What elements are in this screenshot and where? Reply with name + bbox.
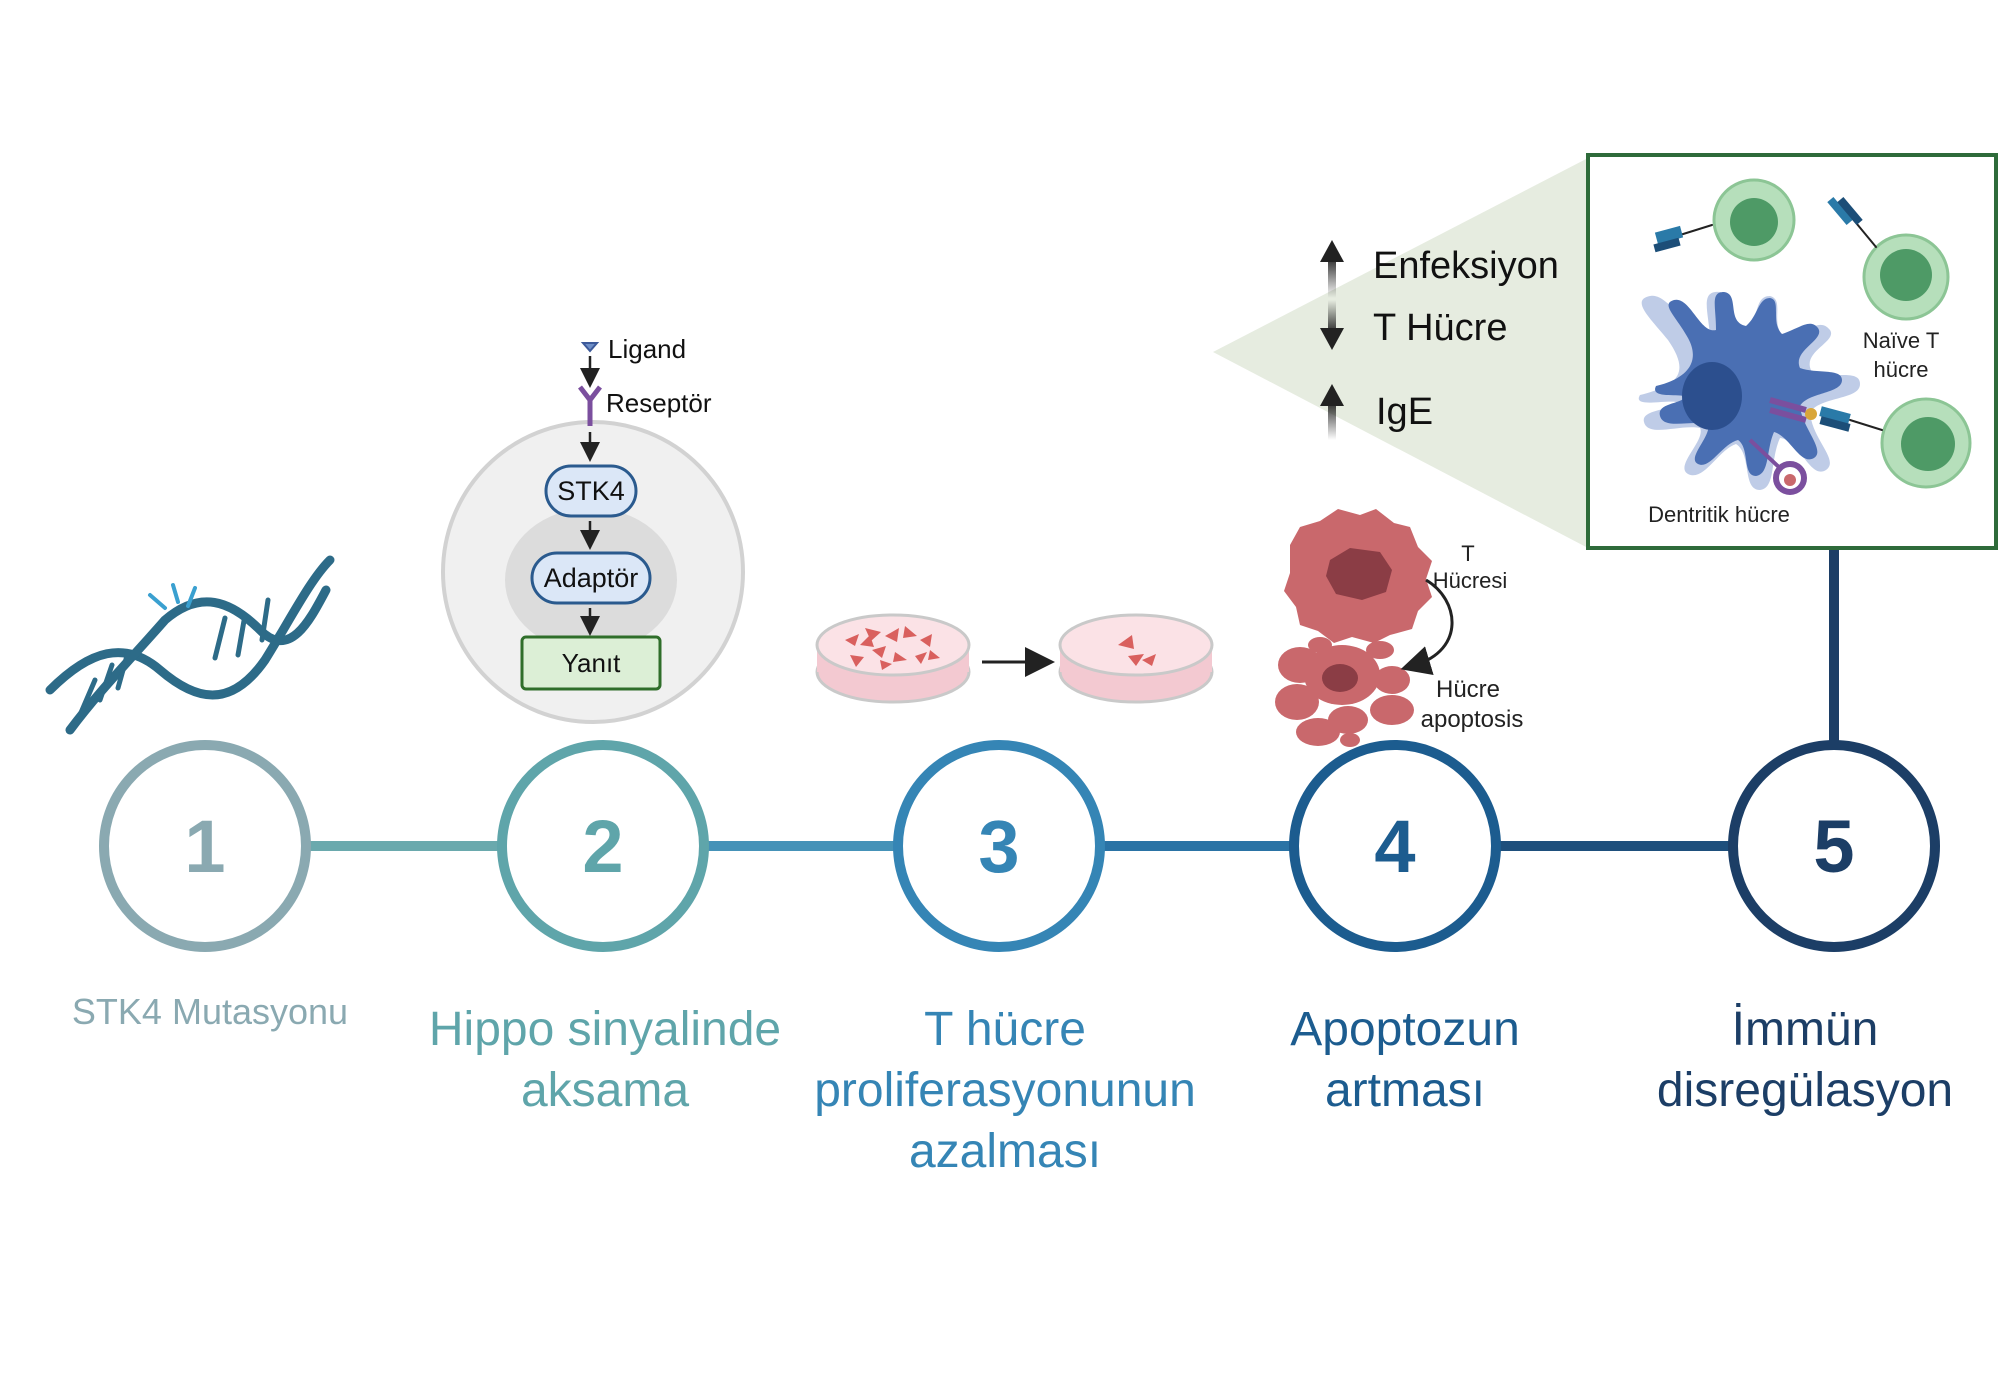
dendritic-cell-label: Dentritik hücre <box>1648 502 1790 527</box>
petri-dish-sparse <box>1058 613 1214 704</box>
step-1-label: STK4 Mutasyonu <box>71 991 349 1032</box>
inset-zoom-cone <box>1213 158 1588 548</box>
step-4-label: Apoptozun artması <box>1290 1003 1520 1117</box>
step-5-number: 5 <box>1813 805 1854 888</box>
petri-dish-dense <box>815 613 971 704</box>
response-label: Yanıt <box>562 648 622 678</box>
t-cell-down-arrow-icon <box>1320 300 1344 350</box>
effect-ige-label: IgE <box>1376 391 1433 433</box>
step-1-number: 1 <box>184 805 225 888</box>
dna-helix-icon <box>45 555 335 735</box>
tcr-receptor-icons <box>1653 196 1883 432</box>
adaptor-node <box>530 551 652 605</box>
step-3-number: 3 <box>978 805 1019 888</box>
effect-arrows: Enfeksiyon T Hücre IgE <box>1320 240 1559 440</box>
apoptosis-label-bottom: apoptosis <box>1421 706 1524 733</box>
ligand-label: Ligand <box>608 334 686 364</box>
step-5-circle <box>1728 740 1940 952</box>
step-2-number: 2 <box>582 805 623 888</box>
receptor-label: Reseptör <box>606 388 712 418</box>
stk4-node <box>544 464 638 518</box>
adaptor-label: Adaptör <box>544 563 639 593</box>
apoptotic-fragments-icon <box>1275 637 1414 747</box>
step-2-label: Hippo sinyalinde aksama <box>428 1003 782 1117</box>
apoptosis-arrow <box>1400 578 1454 676</box>
naive-t-cell-label-top: Naïve T <box>1863 328 1940 353</box>
immune-inset-panel: Naïve T hücre Dentritik hücre <box>1586 153 1998 550</box>
t-cell-label-bottom: Hücresi <box>1433 568 1508 593</box>
ligand-icon <box>580 342 600 353</box>
hippo-pathway-illustration: Ligand Reseptör STK4 Adaptör Yanıt <box>441 334 745 724</box>
receptor-icon <box>578 385 602 426</box>
naive-t-cell-label-bottom: hücre <box>1873 357 1928 382</box>
dendritic-cell-icon <box>1638 291 1860 495</box>
apoptosis-illustration: T Hücresi Hücre apoptosis <box>1275 509 1523 747</box>
step-2-circle <box>497 740 709 952</box>
timeline-connectors <box>306 546 1839 851</box>
enfeksiyon-up-arrow-icon <box>1320 240 1344 298</box>
stk4-label: STK4 <box>557 476 625 506</box>
t-cell-top-icon <box>1712 178 1796 262</box>
step-4-number: 4 <box>1374 805 1415 888</box>
naive-t-cell-icon <box>1862 233 1950 321</box>
t-cell-label-top: T <box>1461 541 1474 566</box>
step-3-circle <box>893 740 1105 952</box>
step-4-circle <box>1289 740 1501 952</box>
t-cell-nucleus <box>1326 548 1392 600</box>
effect-t-cell-label: T Hücre <box>1373 307 1507 349</box>
effect-enfeksiyon-label: Enfeksiyon <box>1373 245 1559 287</box>
step-circles: 1 2 3 4 5 <box>99 740 1940 952</box>
step-5-label: İmmün disregülasyon <box>1656 1003 1954 1117</box>
t-cell-bound-icon <box>1880 397 1972 489</box>
step-1-circle <box>99 740 311 952</box>
petri-dishes-illustration <box>815 613 1214 704</box>
apoptosis-label-top: Hücre <box>1436 676 1500 703</box>
response-node <box>520 635 662 691</box>
step-3-label: T hücre proliferasyonunun azalması <box>814 1003 1196 1178</box>
ige-up-arrow-icon <box>1320 384 1344 440</box>
